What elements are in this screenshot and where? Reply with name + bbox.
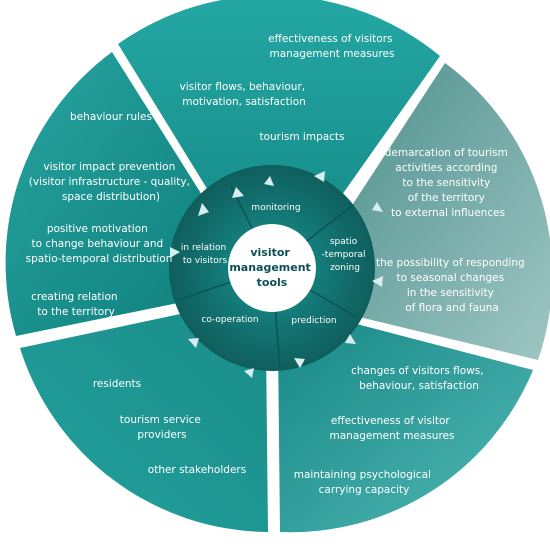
arrow-icon xyxy=(232,187,244,198)
inner-label-co-operation: co-operation xyxy=(201,315,258,325)
relation-item-1: behaviour rules xyxy=(70,111,152,123)
center-line-1: visitor xyxy=(250,246,290,259)
zoning-item-1: demarcation of tourism activities accord… xyxy=(385,147,511,219)
prediction-item-3: maintaining psychological carrying capac… xyxy=(294,469,435,496)
center-line-3: tools xyxy=(257,276,288,289)
co-operation-item-2: tourism service providers xyxy=(120,414,204,441)
zoning-item-2: the possibility of responding to seasona… xyxy=(376,257,528,314)
prediction-item-2: effectiveness of visitor management meas… xyxy=(330,415,455,442)
arrow-icon xyxy=(372,276,383,287)
relation-item-2: visitor impact prevention (visitor infra… xyxy=(29,161,194,203)
center-line-2: management xyxy=(229,261,311,274)
arrow-icon xyxy=(294,358,305,368)
co-operation-item-1: residents xyxy=(93,378,141,390)
segment-spatio-temporal-zoning xyxy=(330,63,550,360)
segment-monitoring xyxy=(118,0,440,226)
inner-label-zoning: spatio -temporal zoning xyxy=(322,237,369,273)
co-operation-item-3: other stakeholders xyxy=(148,464,246,476)
monitoring-item-3: tourism impacts xyxy=(259,131,344,143)
relation-item-3: positive motivation to change behaviour … xyxy=(26,223,173,265)
inner-label-in-relation-to-visitors: in relation to visitors xyxy=(181,243,229,266)
monitoring-item-2: visitor flows, behaviour, motivation, sa… xyxy=(180,81,309,108)
segment-prediction xyxy=(278,316,533,533)
center-circle xyxy=(228,224,316,312)
arrow-icon xyxy=(188,338,199,348)
direction-arrows xyxy=(170,171,383,378)
relation-item-4: creating relation to the territory xyxy=(31,291,121,318)
inner-label-monitoring: monitoring xyxy=(251,203,300,213)
arrow-icon xyxy=(345,334,356,344)
inner-label-prediction: prediction xyxy=(291,316,336,326)
arrow-icon xyxy=(198,203,209,216)
arrow-icon xyxy=(244,368,254,378)
prediction-item-1: changes of visitors flows, behaviour, sa… xyxy=(351,365,487,392)
arrow-icon xyxy=(170,247,180,258)
arrow-icon xyxy=(264,176,274,186)
arrow-icon xyxy=(314,171,325,182)
monitoring-item-1: effectiveness of visitors management mea… xyxy=(268,33,396,60)
center-title: visitor management tools xyxy=(229,246,314,289)
segment-co-operation xyxy=(20,306,268,532)
arrow-icon xyxy=(372,202,383,212)
